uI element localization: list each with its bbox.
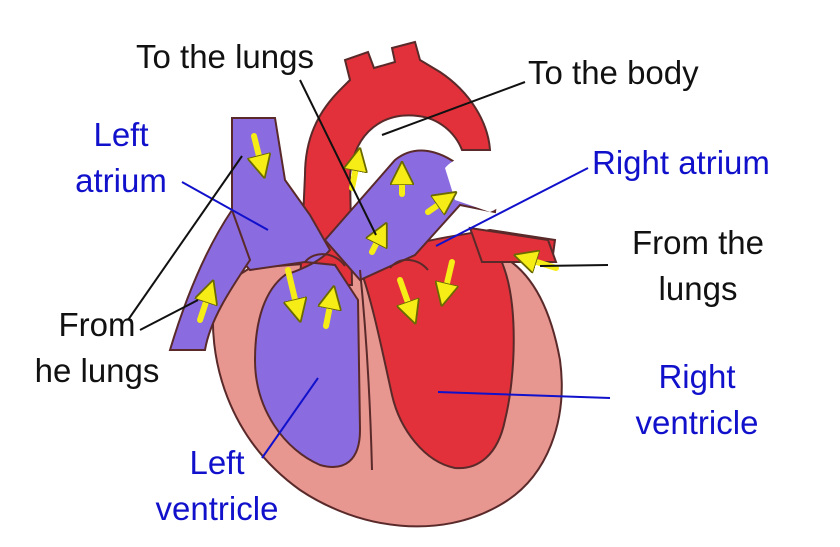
flow-arrow-icon xyxy=(288,267,298,312)
septum xyxy=(359,269,373,471)
label-right-ventricle: Right ventricle xyxy=(635,358,759,441)
leader-left-ventricle xyxy=(261,377,319,459)
flow-arrow-icon xyxy=(352,158,358,191)
label-from-the-lungs-right: From the lungs xyxy=(631,224,765,307)
leader-left-atrium xyxy=(181,181,269,231)
leader-right-atrium xyxy=(435,167,589,247)
flow-arrow-icon xyxy=(326,296,332,329)
flow-arrow-icon xyxy=(254,133,262,168)
leader-to-body xyxy=(381,81,526,136)
label-left-ventricle: Left ventricle xyxy=(155,444,279,527)
flow-arrow-icon xyxy=(400,277,412,314)
label-from-the-lungs-left: From he lungs xyxy=(34,306,160,389)
leader-from-lungs-left-b xyxy=(139,299,199,331)
label-left-atrium: Left atrium xyxy=(75,116,167,199)
leader-lines xyxy=(127,79,611,459)
flow-arrow-icon xyxy=(372,232,382,255)
valve xyxy=(304,253,429,271)
leader-right-ventricle xyxy=(437,391,611,399)
label-right-atrium: Right atrium xyxy=(592,144,770,181)
label-to-the-lungs: To the lungs xyxy=(136,38,314,75)
flow-arrow-icon xyxy=(200,290,210,323)
leader-from-lungs-right xyxy=(539,264,609,267)
flow-arrows xyxy=(200,133,559,329)
flow-arrow-icon xyxy=(425,198,448,212)
vessel-cutout xyxy=(445,153,520,212)
leader-to-lungs xyxy=(299,79,377,236)
label-to-the-body: To the body xyxy=(528,54,699,91)
flow-arrow-icon xyxy=(444,259,452,296)
leader-from-lungs-left-a xyxy=(127,155,243,321)
